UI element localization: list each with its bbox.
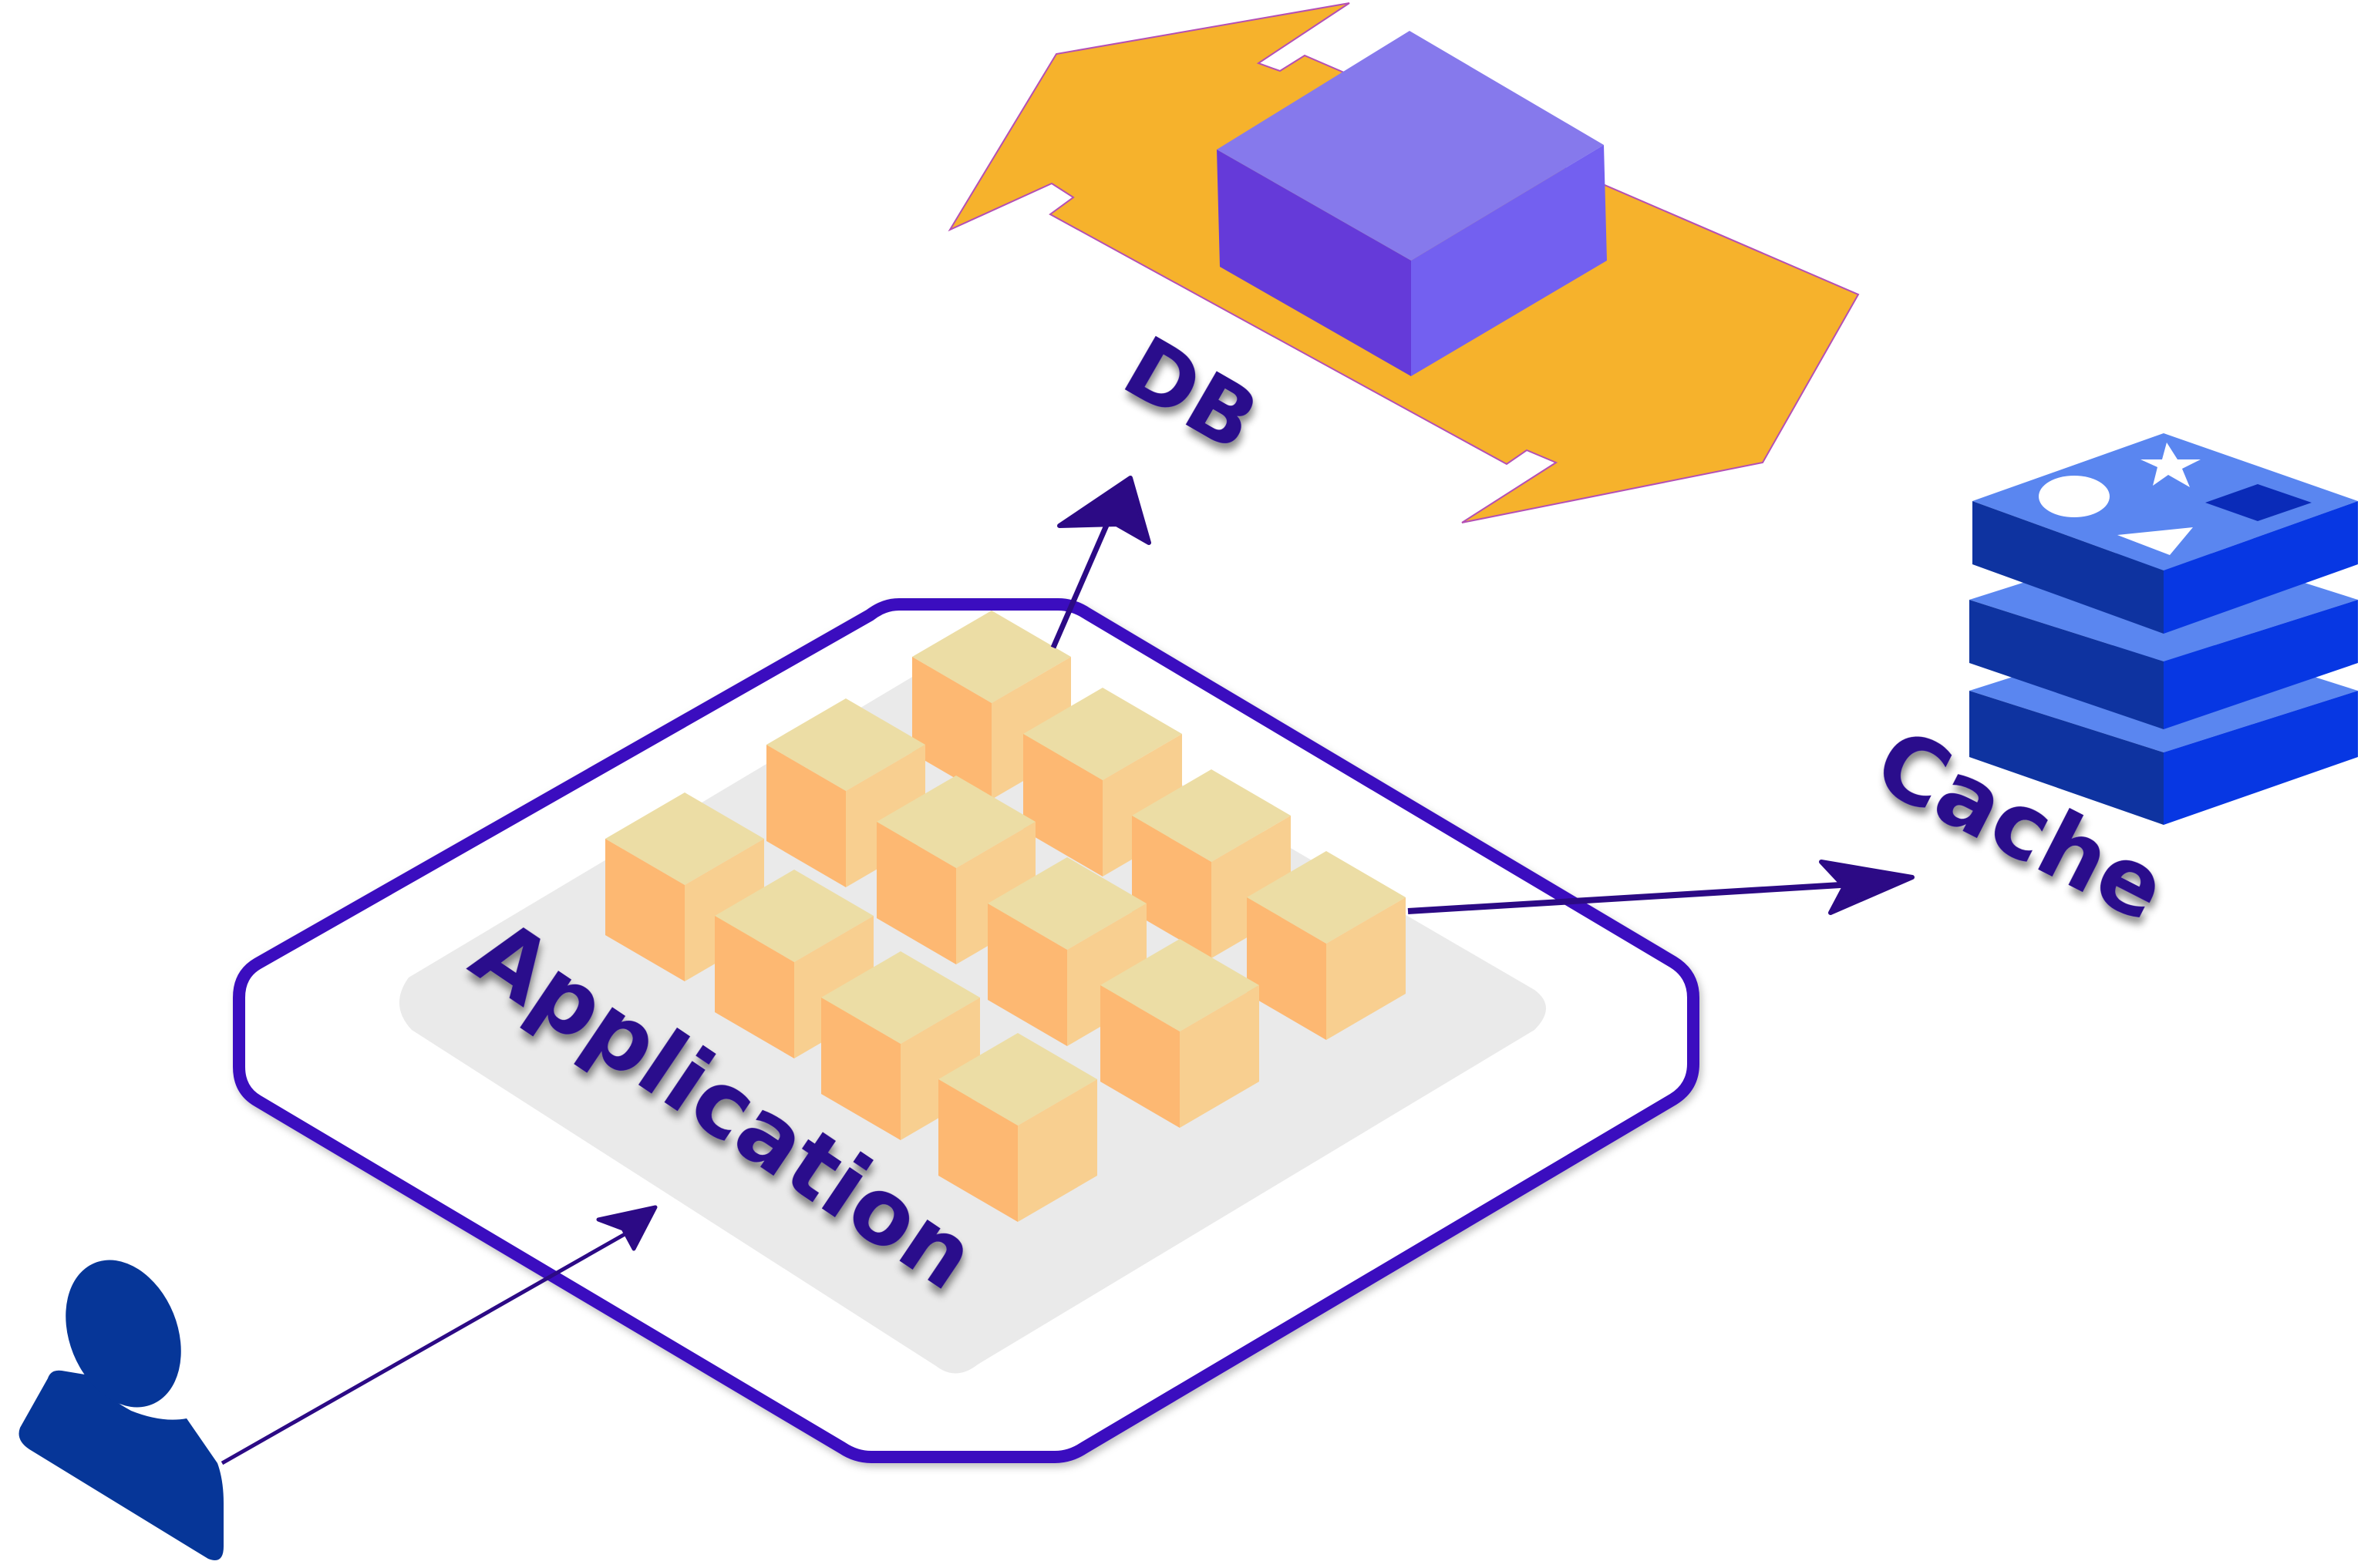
database-icon bbox=[948, 2, 1860, 523]
app-instance-cube bbox=[1023, 688, 1182, 877]
cube-left-face bbox=[1100, 985, 1180, 1128]
cube-right-face bbox=[1326, 897, 1406, 1040]
arrow-app-to-cache bbox=[1407, 860, 1915, 915]
user-body bbox=[19, 1370, 224, 1560]
cube-left-face bbox=[766, 745, 846, 887]
circle-icon bbox=[2039, 476, 2110, 517]
cube-right-face bbox=[1180, 985, 1259, 1128]
diamond-icon bbox=[2205, 484, 2312, 521]
db-cube bbox=[1217, 31, 1607, 376]
db-cube-left bbox=[1217, 150, 1411, 376]
cube-left-face bbox=[988, 903, 1067, 1046]
arrow-user-to-app bbox=[221, 1205, 658, 1465]
app-instance-cube bbox=[938, 1033, 1097, 1222]
cache-layer-top bbox=[1972, 433, 2358, 634]
cube-left-face bbox=[912, 657, 992, 799]
star-icon bbox=[2140, 442, 2201, 487]
user-head bbox=[66, 1260, 181, 1408]
cube-left-face bbox=[877, 822, 956, 964]
cube-left-face bbox=[1247, 897, 1326, 1040]
cube-left-face bbox=[605, 839, 685, 981]
cube-left-face bbox=[1023, 734, 1103, 877]
app-instance-cube bbox=[1247, 851, 1406, 1040]
app-instance-cube bbox=[605, 792, 764, 981]
app-instance-cube bbox=[1100, 939, 1259, 1128]
application-cube-cluster bbox=[605, 611, 1406, 1222]
cube-left-face bbox=[1132, 816, 1211, 958]
db-label: DB bbox=[1108, 318, 1275, 470]
db-cube-right bbox=[1411, 145, 1607, 376]
app-instance-cube bbox=[715, 870, 874, 1058]
cube-left-face bbox=[821, 998, 901, 1140]
user-icon bbox=[19, 1260, 224, 1560]
arrow-app-to-db bbox=[1050, 476, 1151, 649]
cube-left-face bbox=[938, 1079, 1018, 1222]
cube-left-face bbox=[715, 916, 794, 1058]
app-instance-cube bbox=[988, 857, 1147, 1046]
cube-right-face bbox=[1018, 1079, 1097, 1222]
triangle-icon bbox=[2117, 527, 2193, 555]
cache-stack-icon bbox=[1969, 433, 2358, 825]
db-cube-top bbox=[1217, 31, 1604, 261]
